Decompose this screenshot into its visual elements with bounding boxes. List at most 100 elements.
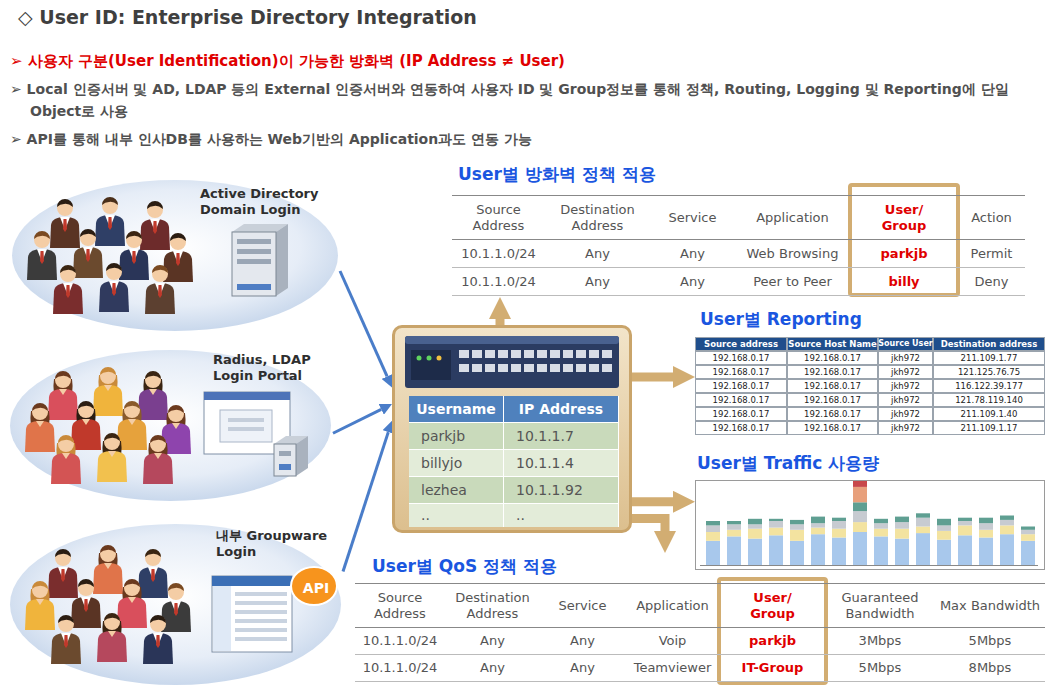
bar-segment	[874, 536, 888, 565]
bar-segment	[832, 529, 846, 538]
table-cell: 211.109.1.17	[933, 421, 1045, 435]
body	[117, 597, 147, 628]
table-header-cell: Destination Address	[545, 195, 650, 240]
table-cell: Any	[445, 628, 540, 655]
table-cell: ..	[504, 503, 619, 527]
hair	[55, 371, 71, 379]
table-header-cell: Application	[625, 583, 720, 628]
person-figure	[51, 615, 81, 664]
tie	[64, 635, 68, 648]
tie	[61, 569, 65, 582]
head	[32, 582, 48, 598]
content-line	[235, 628, 287, 632]
bar-segment	[958, 521, 972, 525]
table-cell: 192.168.0.17	[695, 365, 787, 379]
table-cell: 5Mbps	[825, 655, 935, 682]
network-port	[589, 364, 599, 372]
person-figure	[48, 371, 78, 420]
report-table-panel: User별 ReportingSource addressSource Host…	[695, 306, 1045, 440]
hair	[147, 201, 163, 209]
table-cell: 192.168.0.17	[787, 365, 878, 379]
login-label: 내부 Groupware Login	[216, 528, 334, 559]
tie	[108, 217, 112, 230]
table-header-cell: Destination Address	[445, 583, 540, 628]
network-port	[563, 364, 573, 372]
head	[78, 580, 94, 596]
bar-segment	[811, 534, 825, 565]
table-cell: 10.1.1.7	[504, 422, 619, 449]
bar-segment	[706, 521, 720, 525]
table-cell: jkh972	[878, 421, 933, 435]
person-figure	[27, 231, 57, 280]
person-figure	[143, 435, 173, 484]
neck	[108, 451, 116, 457]
network-port	[602, 364, 612, 372]
head	[145, 550, 161, 566]
bar-segment	[853, 511, 867, 522]
person-figure	[48, 549, 78, 598]
network-port	[511, 350, 521, 358]
bar-segment	[853, 481, 867, 487]
bar-segment	[895, 517, 909, 523]
network-port	[537, 350, 547, 358]
bar-segment	[811, 523, 825, 527]
bar-segment	[1021, 530, 1035, 534]
illustration	[10, 178, 340, 333]
person-figure	[138, 371, 168, 420]
tie	[174, 603, 178, 616]
body	[97, 631, 127, 662]
neck	[36, 421, 44, 427]
table-header-cell: Destination address	[933, 337, 1045, 351]
table-header-cell: Source Address	[452, 195, 545, 240]
bar-segment	[958, 518, 972, 521]
body	[53, 283, 83, 314]
hair	[34, 231, 50, 239]
head	[34, 232, 50, 248]
neck	[128, 419, 136, 425]
bar-segment	[706, 525, 720, 532]
table-cell: Deny	[958, 268, 1025, 296]
appliance-top	[405, 336, 619, 344]
bar-segment	[727, 524, 741, 530]
bar-segment	[937, 525, 951, 531]
network-port	[576, 350, 586, 358]
table-cell: billy	[850, 268, 958, 296]
network-port	[602, 350, 612, 358]
table-cell: 116.122.39.177	[933, 379, 1045, 393]
content-line	[235, 619, 287, 623]
window-titlebar	[204, 392, 290, 400]
head	[168, 584, 184, 600]
bar-segment	[1021, 527, 1035, 530]
body	[99, 281, 129, 312]
hair	[150, 435, 166, 443]
hair	[152, 265, 168, 273]
connector-arrow	[632, 373, 673, 382]
table-cell: jkh972	[878, 365, 933, 379]
table-cell: Any	[650, 268, 735, 296]
server-front	[274, 444, 296, 476]
body	[93, 385, 123, 416]
status-led	[437, 356, 442, 361]
server-slot	[237, 239, 271, 244]
table-header-cell: Service	[650, 195, 735, 240]
bar-segment	[916, 518, 930, 527]
head	[80, 230, 96, 246]
bar-segment	[916, 527, 930, 534]
network-port	[563, 350, 573, 358]
server-side	[296, 436, 308, 476]
bar-segment	[916, 533, 930, 565]
head	[106, 264, 122, 280]
neck	[104, 385, 112, 391]
tie	[84, 599, 88, 612]
bar-segment	[1000, 520, 1014, 526]
window-titlebar	[212, 576, 292, 586]
status-led	[427, 356, 432, 361]
server-slot	[279, 451, 291, 456]
bar-segment	[853, 522, 867, 532]
head	[124, 402, 140, 418]
head	[100, 546, 116, 562]
body	[117, 419, 147, 450]
table-cell: 192.168.0.17	[787, 407, 878, 421]
hair	[145, 371, 161, 379]
